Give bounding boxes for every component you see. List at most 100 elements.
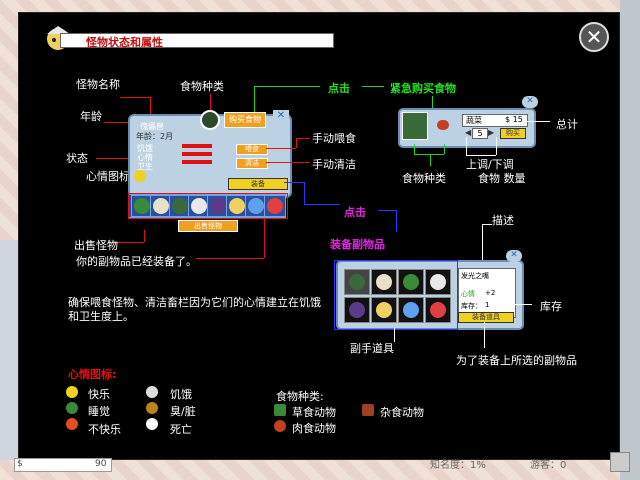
qty-up-icon[interactable]: ▶ bbox=[488, 128, 495, 137]
label-food-type-2: 食物种类 bbox=[402, 172, 446, 185]
label-stock: 库存 bbox=[540, 300, 562, 313]
label-up-down: 上调/下调 bbox=[466, 158, 514, 171]
label-sub-items: 副手道具 bbox=[350, 342, 394, 355]
close-icon: ✕ bbox=[585, 25, 603, 49]
item-slot-6[interactable] bbox=[371, 297, 397, 323]
legend-unhappy: 不快乐 bbox=[88, 423, 121, 436]
item-stock-value: 1 bbox=[485, 301, 490, 309]
legend-herbivore: 草食动物 bbox=[292, 406, 336, 419]
item-mood-value: +2 bbox=[485, 289, 496, 297]
hunger-bar bbox=[182, 144, 212, 148]
label-monster-name: 怪物名称 bbox=[76, 78, 120, 91]
background-left-structure bbox=[0, 240, 20, 460]
monster-age: 年龄：2月 bbox=[136, 132, 174, 141]
dirty-icon bbox=[146, 402, 158, 414]
monster-name: 傀儡兽 bbox=[140, 122, 164, 131]
label-item-equipped: 你的副物品已经装备了。 bbox=[76, 255, 197, 268]
clean-button[interactable]: 清洁 bbox=[236, 158, 268, 169]
hunger-label: 饥饿 bbox=[137, 144, 153, 153]
item-name: 发光之嘴 bbox=[461, 272, 489, 280]
equip-slot-1[interactable] bbox=[131, 195, 153, 217]
legend-carnivore: 肉食动物 bbox=[292, 422, 336, 435]
label-sell-monster: 出售怪物 bbox=[74, 239, 118, 252]
hygiene-bar bbox=[182, 160, 212, 164]
food-item-name: 蔬菜 bbox=[466, 116, 482, 125]
label-status: 状态 bbox=[66, 152, 88, 165]
omnivore-icon bbox=[362, 404, 374, 416]
food-item-slot[interactable] bbox=[432, 114, 454, 136]
money-value: 90 bbox=[95, 459, 107, 469]
food-type-icon bbox=[402, 112, 428, 140]
label-describe: 描述 bbox=[492, 214, 514, 227]
legend-food-title: 食物种类: bbox=[276, 390, 324, 403]
legend-hungry: 饥饿 bbox=[170, 388, 192, 401]
menu-corner-icon[interactable] bbox=[610, 452, 630, 472]
equip-button[interactable]: 装备 bbox=[228, 178, 288, 190]
label-manual-feed: 手动喂食 bbox=[312, 132, 356, 145]
feed-button[interactable]: 喂食 bbox=[236, 144, 268, 155]
advice-text: 确保喂食怪物、清洁畜栏因为它们的心情建立在饥饿和卫生度上。 bbox=[68, 296, 321, 323]
item-detail-panel: 发光之嘴 心情 +2 库存： 1 bbox=[458, 268, 516, 318]
legend-dead: 死亡 bbox=[170, 423, 192, 436]
sleep-icon bbox=[66, 402, 78, 414]
happy-icon bbox=[66, 386, 78, 398]
money-bar: $ 90 bbox=[14, 458, 112, 472]
item-slot-7[interactable] bbox=[398, 297, 424, 323]
legend-sleep: 睡觉 bbox=[88, 405, 110, 418]
item-slot-5[interactable] bbox=[344, 297, 370, 323]
item-slot-4[interactable] bbox=[425, 269, 451, 295]
label-click-equip: 点击 bbox=[344, 206, 366, 219]
equip-item-button[interactable]: 装备道具 bbox=[458, 312, 514, 323]
food-item-field: 蔬菜 $ 15 bbox=[462, 114, 528, 127]
legend-happy: 快乐 bbox=[88, 388, 110, 401]
herbivore-icon bbox=[274, 404, 286, 416]
mood-happy-icon bbox=[134, 170, 146, 182]
sub-items-highlight bbox=[334, 260, 458, 330]
label-click-buy: 点击 bbox=[328, 82, 350, 95]
equip-box-close-icon[interactable]: ✕ bbox=[506, 250, 522, 262]
item-slot-2[interactable] bbox=[371, 269, 397, 295]
food-qty: 5 bbox=[472, 128, 488, 139]
equip-slot-5[interactable] bbox=[207, 195, 229, 217]
legend-mood-title: 心情图标: bbox=[68, 368, 117, 381]
mood-bar bbox=[182, 152, 212, 156]
label-equip-items: 装备副物品 bbox=[330, 238, 385, 251]
label-age: 年龄 bbox=[80, 110, 102, 123]
item-stock-label: 库存： bbox=[461, 302, 482, 310]
fame-label: 知名度：1% bbox=[430, 460, 486, 471]
equip-slot-4[interactable] bbox=[188, 195, 210, 217]
item-slot-8[interactable] bbox=[425, 297, 451, 323]
buy-box-close-icon[interactable]: ✕ bbox=[522, 96, 538, 108]
background-wall bbox=[620, 0, 640, 480]
buy-food-button[interactable]: 购买食物 bbox=[224, 112, 266, 128]
dead-skull-icon bbox=[146, 418, 158, 430]
equip-slot-8[interactable] bbox=[264, 195, 286, 217]
label-total: 总计 bbox=[556, 118, 578, 131]
hygiene-label: 卫生 bbox=[137, 162, 153, 171]
buy-button[interactable]: 购买 bbox=[500, 128, 526, 139]
equipped-items-highlight bbox=[128, 193, 288, 219]
sell-monster-button[interactable]: 出售怪物 bbox=[178, 220, 238, 232]
card-close-icon[interactable]: ✕ bbox=[273, 110, 289, 124]
label-food-qty: 食物 数量 bbox=[478, 172, 526, 185]
carnivore-icon bbox=[274, 420, 286, 432]
legend-dirty: 臭/脏 bbox=[170, 405, 196, 418]
hungry-icon bbox=[146, 386, 158, 398]
close-button[interactable]: ✕ bbox=[579, 22, 609, 52]
food-price: $ 15 bbox=[505, 115, 523, 124]
mood-label: 心情 bbox=[137, 153, 153, 162]
panel-title: 怪物状态和属性 bbox=[86, 36, 163, 49]
herbivore-food-icon bbox=[200, 110, 220, 130]
label-food-type-top: 食物种类 bbox=[180, 80, 224, 93]
title-bar bbox=[60, 33, 334, 48]
item-slot-1[interactable] bbox=[344, 269, 370, 295]
legend-omnivore: 杂食动物 bbox=[380, 406, 424, 419]
item-mood-label: 心情 bbox=[461, 290, 475, 298]
unhappy-icon bbox=[66, 418, 78, 430]
equip-slot-6[interactable] bbox=[226, 195, 248, 217]
item-slot-3[interactable] bbox=[398, 269, 424, 295]
visitors-label: 游客：0 bbox=[530, 460, 567, 471]
label-to-equip: 为了装备上所选的副物品 bbox=[456, 354, 577, 367]
label-manual-clean: 手动清洁 bbox=[312, 158, 356, 171]
qty-down-icon[interactable]: ◀ bbox=[465, 128, 472, 137]
